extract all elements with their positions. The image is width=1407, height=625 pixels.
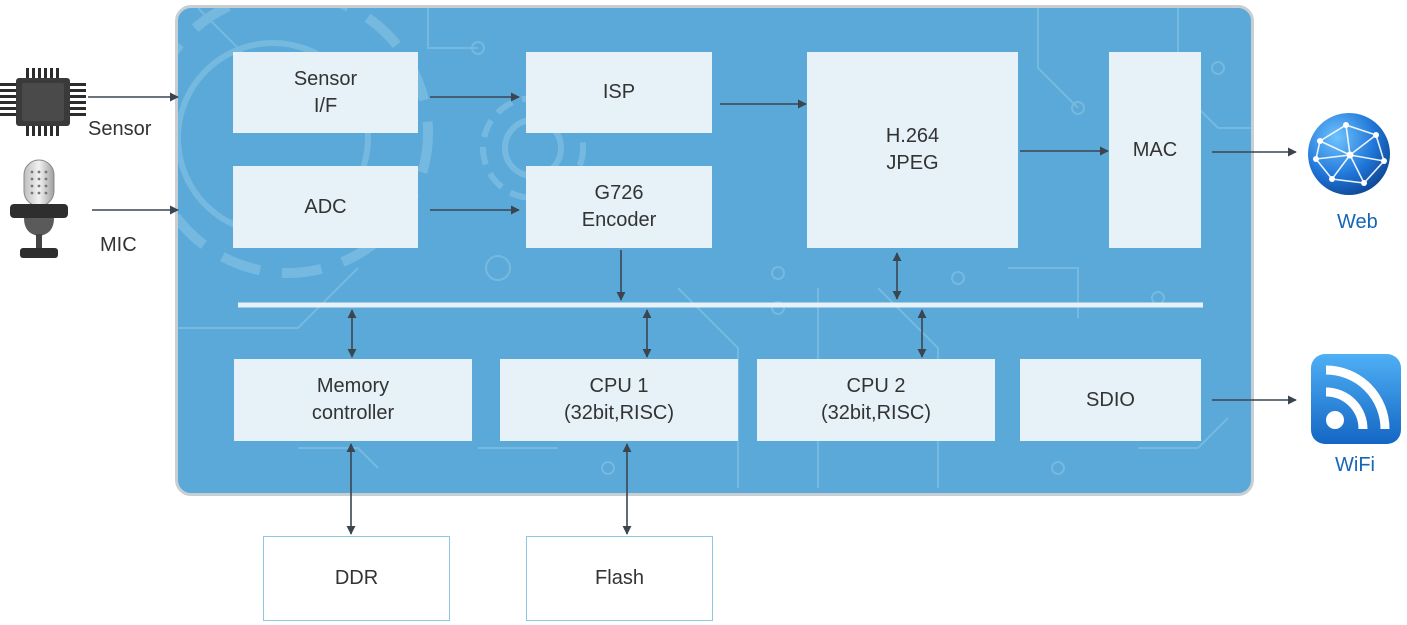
microphone-icon	[10, 159, 68, 258]
isp-block: ISP	[526, 52, 712, 133]
sensor-label: Sensor	[88, 118, 152, 140]
g726-encoder-block: G726 Encoder	[526, 166, 712, 248]
flash-block: Flash	[526, 536, 713, 621]
sensor-if-block: Sensor I/F	[233, 52, 418, 133]
mic-label: MIC	[100, 234, 137, 256]
sdio-block: SDIO	[1020, 359, 1201, 441]
memory-controller-block: Memory controller	[234, 359, 472, 441]
cpu2-block: CPU 2 (32bit,RISC)	[757, 359, 995, 441]
h264-jpeg-block: H.264 JPEG	[807, 52, 1018, 248]
web-label: Web	[1337, 211, 1378, 233]
ddr-block: DDR	[263, 536, 450, 621]
wifi-icon	[1311, 354, 1401, 444]
adc-block: ADC	[233, 166, 418, 248]
mac-block: MAC	[1109, 52, 1201, 248]
globe-icon	[1308, 113, 1390, 195]
cpu1-block: CPU 1 (32bit,RISC)	[500, 359, 738, 441]
chip-icon	[0, 68, 86, 136]
wifi-label: WiFi	[1335, 454, 1375, 476]
